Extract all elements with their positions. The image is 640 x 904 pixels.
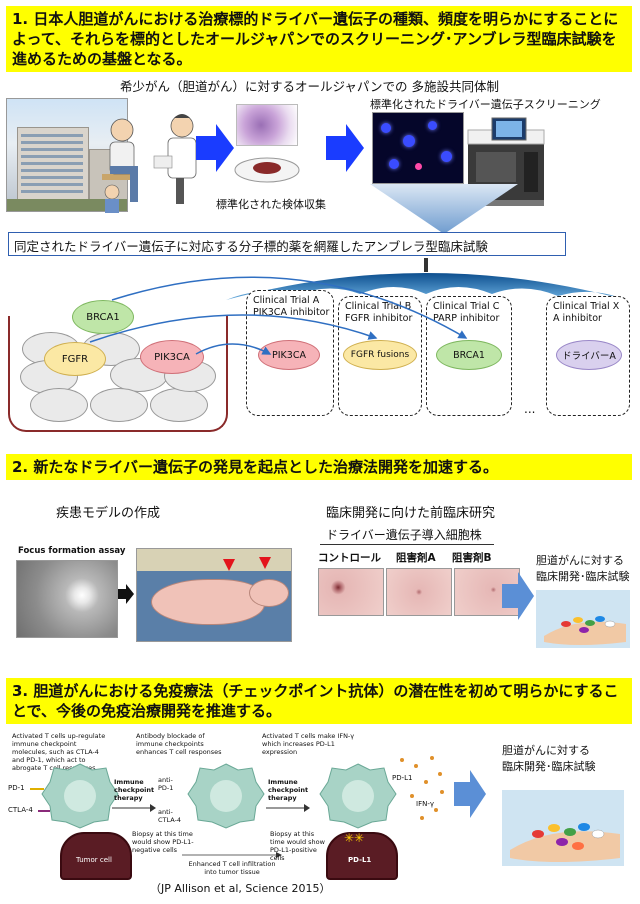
clinical-label-2b: 臨床開発･臨床試験 xyxy=(536,570,630,583)
pdl1-label: PD-L1 xyxy=(392,774,413,782)
clinical-label-3a: 胆道がんに対する xyxy=(502,744,590,757)
desc-3: Activated T cells make IFN-γ which incre… xyxy=(262,732,355,756)
model-arrow xyxy=(118,584,134,604)
target-pik3ca: PIK3CA xyxy=(258,340,320,370)
pills-hand-image-3 xyxy=(502,790,624,866)
sample-dish xyxy=(234,157,300,183)
preclinical-label: 臨床開発に向けた前臨床研究 xyxy=(326,506,496,521)
therapy-arrow-2 xyxy=(266,804,310,812)
umbrella-label: 同定されたドライバー遺伝子に対応する分子標的薬を網羅したアンブレラ型臨床試験 xyxy=(14,239,488,254)
condition-control: コントロール xyxy=(318,552,381,564)
control-cells-image xyxy=(318,568,384,616)
cell-line-label: ドライバー遺伝子導入細胞株 xyxy=(326,528,482,542)
clinical-label-2a: 胆道がんに対する xyxy=(536,554,624,567)
pdl1-cell-label: PD-L1 xyxy=(348,856,372,864)
therapy-arrow-1 xyxy=(112,804,156,812)
umbrella-label-box xyxy=(8,232,566,256)
gene-target-arrows xyxy=(89,276,468,355)
tumor-tissue-2 xyxy=(326,832,398,880)
clinical-arrow-2 xyxy=(502,572,534,620)
fluorescence-image xyxy=(372,112,464,184)
tumor-cell-basket xyxy=(8,316,228,432)
condition-inhibitor-a: 阻害剤A xyxy=(396,552,436,564)
tumor-tissue-1 xyxy=(60,832,132,880)
model-label: 疾患モデルの作成 xyxy=(56,506,161,521)
pills-hand-image-2 xyxy=(536,590,630,648)
inhibitor-a-cells-image xyxy=(386,568,452,616)
desc-2: Antibody blockade of immune checkpoints … xyxy=(136,732,222,756)
tissue-slide xyxy=(236,104,298,146)
clinical-label-3b: 臨床開発･臨床試験 xyxy=(502,760,596,773)
mouse-model-image xyxy=(136,548,292,642)
screening-label: 標準化されたドライバー遺伝子スクリーニング xyxy=(370,98,601,111)
gene-fgfr: FGFR xyxy=(44,342,106,376)
ifn-dots xyxy=(400,756,444,820)
network-label: 希少がん（胆道がん）に対するオールジャパンでの 多施設共同体制 xyxy=(120,79,499,94)
gene-pik3ca: PIK3CA xyxy=(140,340,204,374)
ctla4-label: CTLA-4 xyxy=(8,806,33,814)
target-fgfr: FGFR fusions xyxy=(343,340,417,370)
biopsy-pos-label: Biopsy at this time would show PD-L1-pos… xyxy=(270,830,325,862)
target-driver-a: ドライバーA xyxy=(556,340,622,370)
sequencer-machine xyxy=(467,117,545,206)
gene-brca1: BRCA1 xyxy=(72,300,134,334)
assay-label: Focus formation assay xyxy=(18,546,126,556)
section3-heading: 3. 胆道がんにおける免疫療法（チェックポイント抗体）の潜在性を初めて明らかにす… xyxy=(6,678,632,724)
anti-ctla4-label: anti-CTLA-4 xyxy=(158,808,182,824)
flow-arrow-2 xyxy=(326,124,364,172)
flow-arrow-1 xyxy=(196,124,234,172)
tumor-cell-label: Tumor cell xyxy=(76,856,112,864)
focus-assay-image xyxy=(16,560,118,638)
more-trials-ellipsis: ... xyxy=(524,402,536,416)
biopsy-neg-label: Biopsy at this time would show PD-L1-neg… xyxy=(132,830,194,854)
section2-heading: 2. 新たなドライバー遺伝子の発見を起点とした治療法開発を加速する。 xyxy=(6,454,632,480)
clinical-arrow-3 xyxy=(454,770,486,818)
therapy-label-2: Immune checkpoint therapy xyxy=(268,778,309,802)
t-cell-1 xyxy=(41,763,119,829)
t-cell-2 xyxy=(187,763,265,829)
doctor-patient-illustration xyxy=(102,114,197,213)
anti-pd1-label: anti-PD-1 xyxy=(158,776,174,792)
pdl1-markers: ✳✳ xyxy=(344,831,364,845)
therapy-label-1: Immune checkpoint therapy xyxy=(114,778,155,802)
target-brca1: BRCA1 xyxy=(436,340,502,370)
section1-heading: 1. 日本人胆道がんにおける治療標的ドライバー遺伝子の種類、頻度を明らかにするこ… xyxy=(6,6,632,72)
umbrella-icon xyxy=(226,258,626,300)
funnel-arrow xyxy=(370,184,518,234)
enhanced-label: Enhanced T cell infiltration into tumor … xyxy=(188,860,276,876)
sample-label: 標準化された検体収集 xyxy=(216,198,326,211)
citation: （JP Allison et al, Science 2015） xyxy=(150,882,331,895)
condition-inhibitor-b: 阻害剤B xyxy=(452,552,492,564)
pd1-label: PD-1 xyxy=(8,784,25,792)
t-cell-3 xyxy=(319,763,397,829)
enhanced-arrow xyxy=(182,852,282,858)
ifn-label: IFN-γ xyxy=(416,800,434,808)
svg-text:✳✳: ✳✳ xyxy=(344,831,364,845)
